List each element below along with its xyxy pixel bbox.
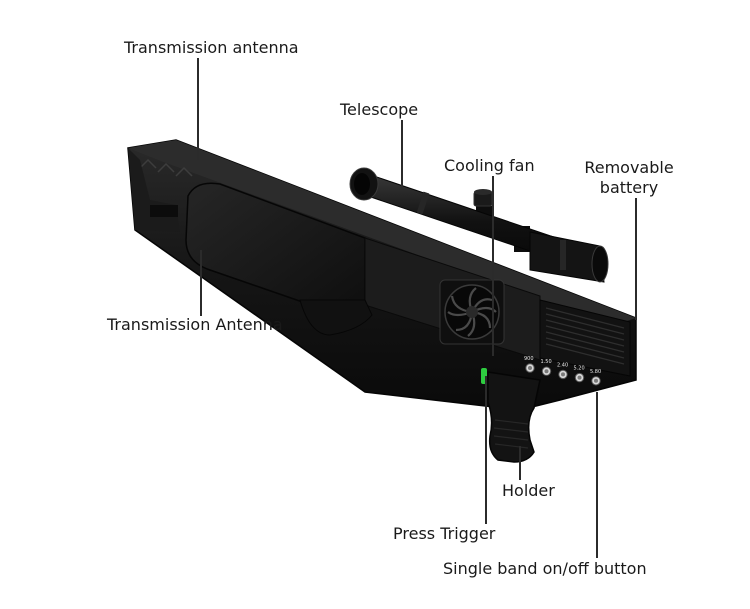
label-telescope: Telescope bbox=[340, 100, 419, 119]
label-cooling-fan: Cooling fan bbox=[444, 156, 535, 175]
cooling-fan bbox=[439, 279, 505, 345]
band-button-label: 5.20 bbox=[574, 366, 585, 372]
label-holder: Holder bbox=[502, 481, 555, 500]
band-button-label: 5.80 bbox=[590, 369, 601, 375]
band-button-center bbox=[577, 375, 582, 380]
band-button-center bbox=[561, 372, 565, 377]
band-button-label: 1.50 bbox=[541, 359, 552, 365]
band-button-group: 900 1.50 2.40 5.20 5.80 bbox=[524, 356, 601, 386]
label-transmission-antenna-side: Transmission Antenna bbox=[107, 315, 283, 334]
band-button-center bbox=[528, 366, 532, 370]
label-removable-battery-line2: battery bbox=[599, 178, 659, 197]
leader-lines bbox=[197, 58, 637, 558]
telescope bbox=[349, 167, 609, 283]
label-press-trigger: Press Trigger bbox=[393, 524, 496, 543]
label-transmission-antenna-top: Transmission antenna bbox=[124, 38, 299, 57]
label-removable-battery: Removable battery bbox=[574, 158, 684, 198]
band-button-center bbox=[594, 378, 598, 383]
label-single-band-button: Single band on/off button bbox=[443, 559, 647, 578]
band-button-label: 900 bbox=[524, 356, 534, 362]
battery-housing bbox=[539, 299, 631, 377]
pistol-grip bbox=[481, 368, 541, 463]
label-removable-battery-line1: Removable bbox=[584, 158, 674, 177]
band-button-center bbox=[544, 369, 549, 374]
band-button-label: 2.40 bbox=[557, 362, 568, 368]
lower-grip-bulge bbox=[299, 299, 373, 336]
